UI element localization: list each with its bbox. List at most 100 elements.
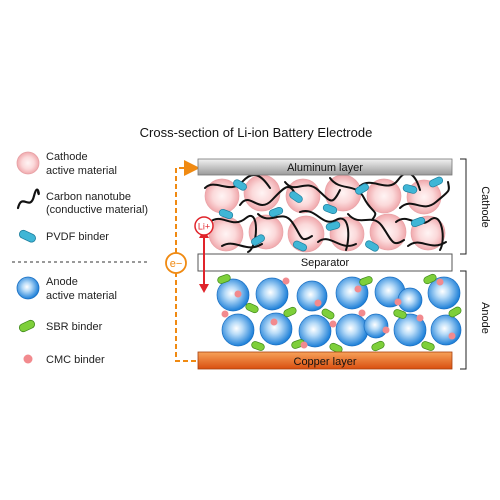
ion-arrow-down-head [199, 284, 209, 293]
aluminum-layer-label: Aluminum layer [287, 162, 363, 174]
ion-label: Li+ [198, 222, 210, 232]
pvdf-binder [268, 206, 284, 218]
sbr-binder [421, 341, 435, 351]
anode-particle [393, 313, 427, 347]
legend-cathode-line1: Cathode [46, 151, 88, 163]
sbr-binder [423, 273, 437, 285]
anode-bracket: Anode [460, 270, 491, 370]
cathode-particles [204, 174, 446, 253]
cathode-particle [366, 178, 402, 214]
cathode-bracket-line [460, 158, 467, 255]
aluminum-layer-bar [197, 158, 453, 176]
legend-cnt-line1: Carbon nanotube [46, 191, 131, 203]
cathode-bracket: Cathode [460, 158, 491, 255]
sbr-binder-icon [18, 319, 36, 333]
cathode-particle-icon [16, 151, 40, 175]
separator-label: Separator [301, 257, 350, 269]
pvdf-binders [218, 176, 444, 252]
pvdf-binder [355, 183, 369, 195]
anode-particle [430, 314, 462, 346]
sbr-binder [217, 274, 231, 284]
cmc-binder [416, 314, 424, 322]
pvdf-binder [251, 234, 265, 246]
sbr-binder [321, 308, 335, 320]
carbon-nanotube [399, 181, 450, 209]
anode-particle [296, 280, 328, 312]
sbr-binder [371, 340, 385, 352]
legend-anode-line2: active material [46, 290, 117, 302]
sbr-binder [359, 276, 373, 286]
anode-particle [298, 314, 332, 348]
electron-label: e− [170, 258, 183, 270]
anode-bracket-line [460, 270, 467, 370]
anode-particles [216, 276, 462, 348]
carbon-nanotube [347, 213, 405, 245]
pvdf-binder [292, 240, 308, 252]
cmc-binder [382, 326, 390, 334]
copper-layer-bar [197, 351, 453, 370]
anode-particle [221, 313, 255, 347]
carbon-nanotube [239, 186, 297, 206]
cmc-binder [282, 277, 290, 285]
lithium-ion-indicator: Li+ [194, 216, 214, 293]
sbr-binder [251, 341, 265, 351]
aluminum-layer: Aluminum layer [197, 158, 453, 176]
anode-side-label: Anode [479, 302, 491, 334]
legend-cmc: CMC binder [46, 354, 105, 366]
anode-particle [216, 278, 250, 312]
legend-anode-line1: Anode [46, 276, 78, 288]
cmc-binder [300, 341, 308, 349]
electron-badge [165, 252, 187, 274]
anode-particle [255, 277, 289, 311]
carbon-nanotube [257, 213, 313, 241]
electron-path: e− [165, 160, 200, 362]
pvdf-binder [325, 221, 341, 231]
anode-particle [335, 276, 369, 310]
pvdf-binder [218, 208, 234, 220]
sbr-binder [283, 306, 297, 318]
anode-particle [335, 313, 369, 347]
cmc-binder [221, 310, 229, 318]
carbon-nanotube [329, 177, 377, 221]
cmc-binder [436, 278, 444, 286]
ion-badge [194, 216, 214, 236]
legend: Cathode active material Carbon nanotube … [12, 151, 148, 366]
carbon-nanotube [359, 172, 421, 191]
pvdf-binder [233, 179, 247, 191]
copper-layer: Copper layer [197, 351, 453, 370]
cmc-binder [394, 298, 402, 306]
pvdf-binder [365, 240, 379, 252]
anode-particle [363, 313, 389, 339]
cmc-binder [358, 309, 366, 317]
pvdf-binder [410, 216, 426, 228]
legend-cathode-line2: active material [46, 165, 117, 177]
sbr-binders [217, 273, 462, 354]
cmc-binder [234, 290, 242, 298]
legend-sbr: SBR binder [46, 321, 103, 333]
anode-particle-icon [16, 276, 40, 300]
diagram-title: Cross-section of Li-ion Battery Electrod… [140, 125, 373, 140]
pvdf-binder-icon [18, 229, 36, 243]
carbon-nanotube [221, 242, 263, 249]
anode-particle [397, 287, 423, 313]
cmc-binder [329, 320, 337, 328]
legend-pvdf: PVDF binder [46, 231, 109, 243]
carbon-nanotube [299, 209, 350, 251]
cmc-binder [314, 299, 322, 307]
cmc-binders [221, 277, 456, 349]
sbr-binder [393, 309, 407, 319]
carbon-nanotube-icon [16, 188, 40, 210]
copper-layer-label: Copper layer [294, 356, 357, 368]
carbon-nanotube [395, 217, 444, 251]
pvdf-binder [322, 203, 338, 215]
separator-bar [197, 253, 453, 272]
pvdf-binder [402, 184, 418, 194]
anode-particle [427, 276, 461, 310]
sbr-binder [448, 306, 462, 318]
legend-cnt-line2: (conductive material) [46, 204, 148, 216]
pvdf-binder [289, 191, 303, 203]
anode-particle [259, 312, 293, 346]
pvdf-binder [428, 176, 444, 188]
carbon-nanotube [284, 181, 341, 202]
carbon-nanotube [407, 241, 447, 247]
